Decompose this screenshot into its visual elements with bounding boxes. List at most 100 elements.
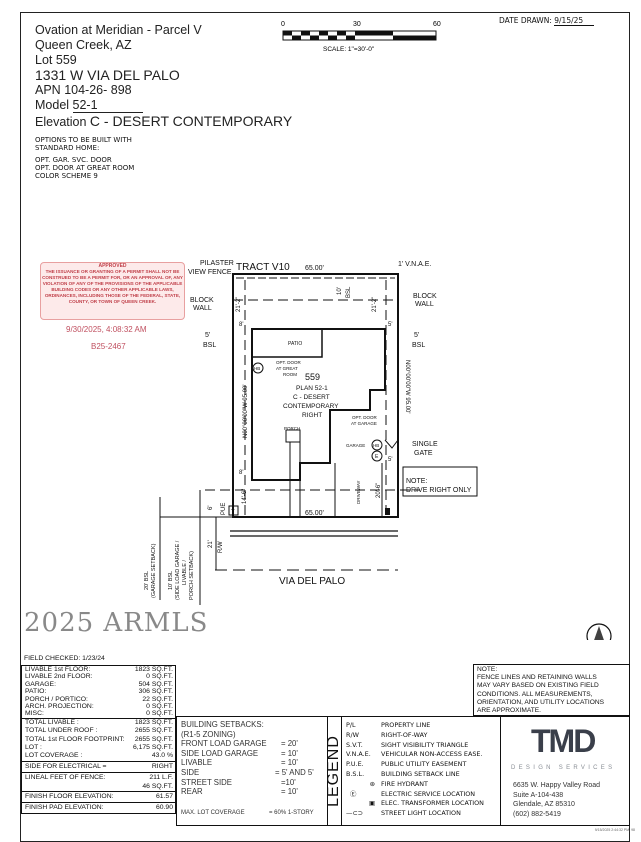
- total-label: TOTAL LIVABLE :: [25, 718, 79, 726]
- bsl20-label: 20' BSL: [144, 571, 150, 590]
- setback-value: = 5' AND 5': [275, 767, 314, 777]
- company-tagline: DESIGN SERVICES: [511, 765, 616, 771]
- options-title-line: OPTIONS TO BE BUILT WITH: [35, 136, 132, 144]
- area-row: ARCH. PROJECTION:0 SQ.FT.: [22, 703, 175, 710]
- field-checked: FIELD CHECKED: 1/23/24: [24, 655, 105, 662]
- legend-item: V.N.A.E.VEHICULAR NON-ACCESS EASE.: [346, 750, 484, 760]
- dim-label: 5': [388, 322, 392, 328]
- date-drawn-value: 9/15/25: [554, 16, 595, 26]
- fence-value: 211 L.F.: [149, 773, 173, 781]
- single-gate-label: GATE: [414, 450, 433, 457]
- legend-desc: RIGHT-OF-WAY: [381, 730, 428, 739]
- e-label: E: [375, 454, 379, 460]
- street-light-icon: —⊂⊃: [346, 809, 364, 818]
- address-line: Suite A-104-438: [513, 791, 564, 799]
- approval-title: APPROVED: [98, 263, 127, 269]
- total-value: 2655 SQ.FT.: [134, 735, 173, 743]
- total-label: TOTAL 1st FLOOR FOOTPRINT:: [25, 735, 125, 743]
- setbacks-box: BUILDING SETBACKS: (R1-5 ZONING) FRONT L…: [176, 716, 328, 826]
- model-label: Model: [35, 98, 70, 112]
- view-fence-label: VIEW FENCE: [188, 269, 232, 276]
- lot-line: Lot 559: [35, 54, 77, 67]
- opt-door-label: AT GREAT: [276, 366, 298, 371]
- community-name: Ovation at Meridian - Parcel V: [35, 23, 202, 37]
- scale-tick: 60: [433, 21, 441, 28]
- fpe-value: 60.90: [155, 803, 173, 811]
- street-light-icon: [385, 508, 390, 515]
- setback-row: LIVABLE= 10': [181, 758, 323, 768]
- scale-tick: 30: [353, 21, 361, 28]
- dim-label: 8': [239, 470, 243, 476]
- note-line: CONDITIONS. ALL MEASUREMENTS,: [477, 690, 593, 698]
- dim-label: 5': [388, 457, 392, 463]
- legend-item: ⊛FIRE HYDRANT: [346, 780, 484, 790]
- scale-label: SCALE: 1"=30'-0": [323, 46, 375, 53]
- approval-text: THE ISSUANCE OR GRANTING OF A PERMIT SHA…: [42, 269, 183, 304]
- bsl-label: BSL: [346, 286, 352, 298]
- drive-note-title: NOTE:: [406, 478, 427, 485]
- total-value: 2655 SQ.FT.: [134, 727, 173, 735]
- setback-label: LIVABLE: [181, 758, 213, 768]
- legend-desc: SIGHT VISIBILITY TRIANGLE: [381, 740, 469, 749]
- legend-title-cell: LEGEND: [325, 717, 342, 825]
- max-coverage-row: MAX. LOT COVERAGE= 60% 1-STORY: [181, 809, 323, 819]
- transformer-icon: [228, 505, 239, 516]
- rw-dim: 21': [208, 540, 214, 548]
- area-label: PORCH / PORTICO:: [25, 695, 88, 703]
- elevation-label: Elevation: [35, 115, 87, 129]
- model-value: 52-1: [72, 99, 143, 113]
- pilaster-label: PILASTER: [200, 260, 234, 267]
- area-value: 504 SQ.FT.: [138, 680, 173, 688]
- scale-tick: 0: [281, 21, 285, 28]
- area-row: LIVABLE 1st FLOOR:1823 SQ.FT.: [22, 666, 175, 673]
- fpe-row: FINISH PAD ELEVATION:60.90: [21, 802, 176, 814]
- legend-desc: ELEC. TRANSFORMER LOCATION: [381, 799, 484, 808]
- electrical-row: SIDE FOR ELECTRICAL =RIGHT: [21, 761, 176, 773]
- fence-label: LINEAL FEET OF FENCE:: [25, 773, 106, 781]
- area-label: PATIO:: [25, 688, 47, 696]
- apn-label: APN: [35, 83, 61, 97]
- total-label: LOT :: [25, 744, 42, 752]
- apn-value: 104-26- 898: [64, 83, 132, 97]
- total-row: LOT COVERAGE :43.0 %: [22, 752, 175, 760]
- t-label: T: [231, 510, 235, 516]
- gate-value: 46 SQ.FT.: [142, 782, 173, 790]
- permit-number: B25-2467: [91, 342, 126, 351]
- plan-label: PLAN 52-1: [296, 385, 328, 392]
- plan-lot-number: 559: [305, 372, 320, 382]
- area-row: LIVABLE 2nd FLOOR:0 SQ.FT.: [22, 673, 175, 680]
- tract-label: TRACT V10: [236, 262, 290, 273]
- area-label: MISC:: [25, 710, 44, 718]
- plan-label: RIGHT: [302, 412, 322, 419]
- dim-label: 21'-2": [236, 297, 242, 312]
- option-item: COLOR SCHEME 9: [35, 172, 98, 180]
- opt-door-garage-label: AT GARAGE: [351, 421, 377, 426]
- rear-setback-dim: 10': [337, 287, 343, 295]
- total-rows: TOTAL LIVABLE :1823 SQ.FT. TOTAL UNDER R…: [21, 718, 176, 762]
- company-logo: TMD: [531, 723, 596, 759]
- block-wall-label: WALL: [193, 305, 212, 312]
- plan-label: C - DESERT: [293, 394, 330, 401]
- drive-note-text: DRIVE RIGHT ONLY: [406, 487, 472, 494]
- legend-desc: FIRE HYDRANT: [381, 779, 428, 788]
- legend-abbr: R/W: [346, 730, 359, 739]
- address-line: Glendale, AZ 85310: [513, 801, 575, 808]
- bsl10-label: 10' BSL: [168, 571, 174, 590]
- dim-label: 8': [239, 322, 243, 328]
- watermark: 2025 ARMLS: [24, 608, 209, 638]
- electrical-value: RIGHT: [151, 762, 173, 770]
- house-footprint: [251, 328, 386, 481]
- patio-outline: [252, 328, 323, 358]
- option-item: OPT. DOOR AT GREAT ROOM: [35, 164, 135, 172]
- opt-door-label: OPT. DOOR: [276, 360, 302, 365]
- note-line: MAY VARY BASED ON EXISTING FIELD: [477, 682, 599, 690]
- area-value: 0 SQ.FT.: [146, 710, 173, 718]
- top-dimension: 65.00': [305, 265, 324, 272]
- bsl10-label: PORCH SETBACK): [189, 551, 195, 600]
- legend-item: R/W RIGHT-OF-WAY: [346, 731, 484, 741]
- lot-label: Lot: [35, 53, 53, 67]
